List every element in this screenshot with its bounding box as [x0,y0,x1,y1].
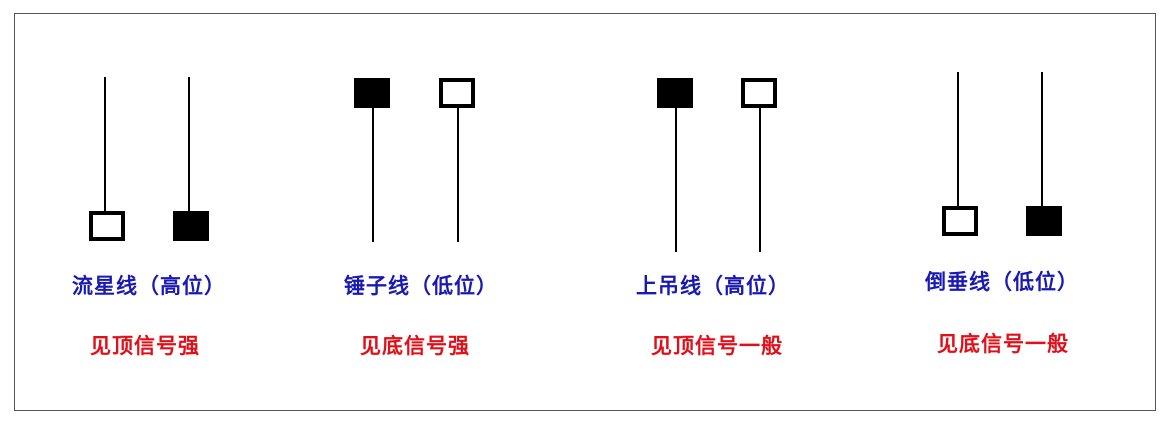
candle-body-hollow [741,78,777,108]
candle-wick [104,77,106,213]
pattern-name-label: 上吊线（高位） [636,274,790,298]
candle-body-filled [657,78,693,108]
pattern-signal-label: 见底信号一般 [937,332,1069,356]
candle-body-filled [1026,206,1062,236]
pattern-signal-label: 见顶信号一般 [651,334,783,358]
candle-body-filled [173,211,209,241]
candle-body-hollow [89,211,125,241]
candle-wick [675,106,677,252]
candle-body-filled [354,78,390,108]
candle-wick [957,72,959,208]
pattern-name-label: 倒垂线（低位） [925,270,1079,294]
pattern-signal-label: 见底信号强 [360,334,470,358]
candle-wick [188,77,190,213]
candle-wick [759,106,761,252]
candle-wick [1041,72,1043,208]
pattern-signal-label: 见顶信号强 [90,334,200,358]
candle-body-hollow [942,206,978,236]
pattern-name-label: 锤子线（低位） [344,274,498,298]
candle-wick [457,106,459,242]
candle-body-hollow [439,78,475,108]
candle-wick [372,106,374,242]
pattern-name-label: 流星线（高位） [72,274,226,298]
